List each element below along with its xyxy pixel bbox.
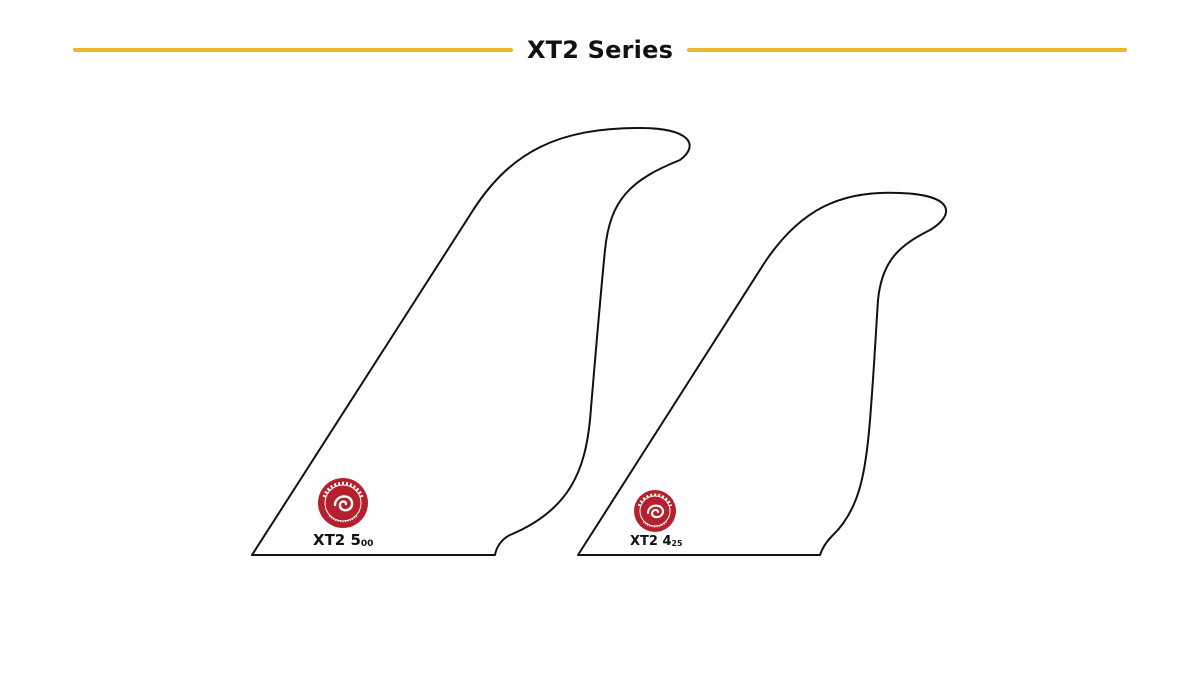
hanalei-logo-icon — [634, 490, 676, 532]
hanalei-logo-icon — [318, 478, 368, 528]
fin-size-suffix: 25 — [671, 539, 683, 548]
fin-model-name: XT2 4 — [630, 534, 672, 549]
header-rule-right — [687, 48, 1127, 52]
fin-model-label: XT2 425 — [630, 534, 682, 549]
fin-outline-xt2-425 — [577, 191, 947, 556]
header-rule-left — [73, 48, 513, 52]
page-title: XT2 Series — [526, 36, 674, 64]
fin-model-name: XT2 5 — [313, 531, 361, 549]
fin-xt2-425 — [577, 191, 947, 556]
fin-xt2-500 — [251, 127, 691, 556]
fin-outline-xt2-500 — [251, 127, 691, 556]
fin-model-label: XT2 500 — [313, 531, 373, 549]
section-header: XT2 Series — [0, 30, 1200, 70]
fin-size-suffix: 00 — [360, 539, 374, 549]
